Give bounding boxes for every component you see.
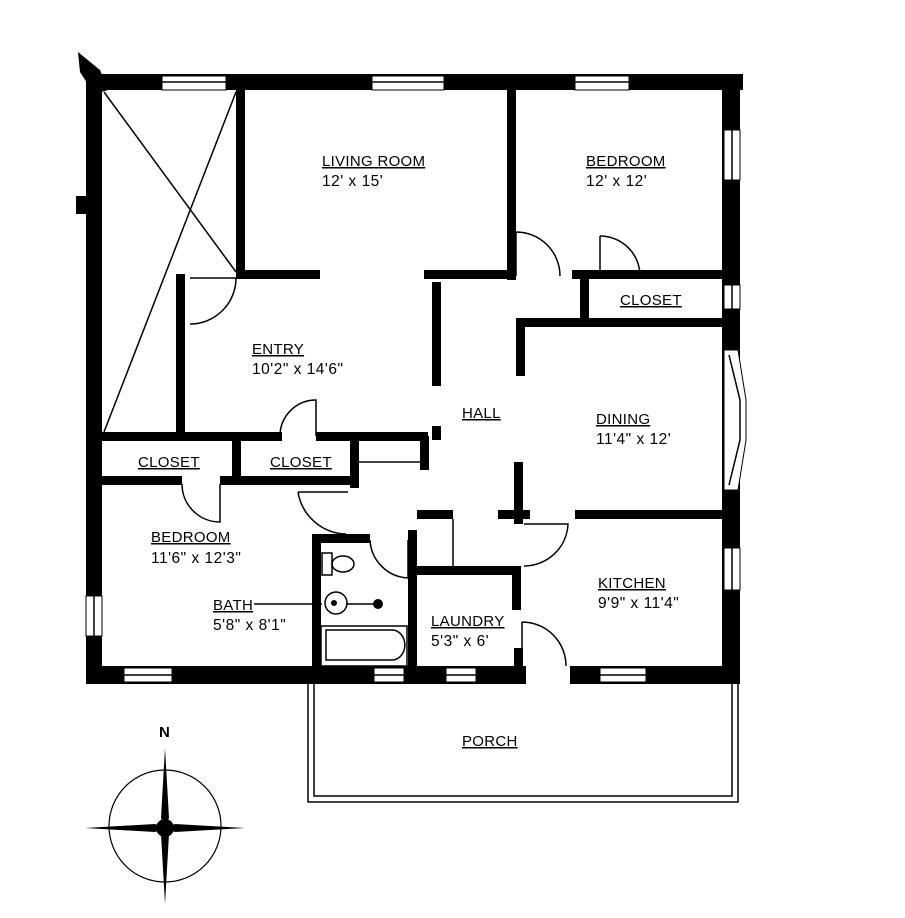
door-swings	[181, 231, 641, 667]
porch-label: PORCH	[462, 733, 518, 750]
bathtub-frame-icon	[320, 625, 408, 667]
living-room-label: LIVING ROOM	[322, 153, 425, 170]
bedroom-sw-dimensions: 11'6" x 12'3"	[151, 550, 241, 567]
closet-ne-label: CLOSET	[620, 292, 682, 309]
laundry-dimensions: 5'3" x 6'	[431, 633, 489, 650]
hall-label: HALL	[462, 405, 501, 422]
closet-w-label: CLOSET	[138, 454, 200, 471]
porch-outline	[307, 684, 739, 803]
bath-dimensions: 5'8" x 8'1"	[213, 617, 286, 634]
entry-dimensions: 10'2" x 14'6"	[252, 361, 344, 378]
entry-label: ENTRY	[252, 341, 304, 358]
sink-icon	[324, 591, 348, 615]
compass-rose-icon: N	[85, 724, 245, 904]
toilet-bowl-icon	[331, 555, 355, 573]
interior-walls	[102, 90, 724, 668]
toilet-tank-icon	[321, 552, 333, 576]
bedroom-ne-dimensions: 12' x 12'	[586, 173, 647, 190]
room-labels: LIVING ROOM 12' x 15' BEDROOM 12' x 12' …	[138, 153, 682, 750]
closet-c-label: CLOSET	[270, 454, 332, 471]
bathtub-icon	[325, 629, 406, 661]
north-label: N	[159, 724, 170, 741]
windows	[85, 75, 747, 683]
bath-fixtures	[254, 552, 408, 667]
drain-icon	[373, 599, 383, 609]
laundry-label: LAUNDRY	[431, 613, 505, 630]
bedroom-sw-label: BEDROOM	[151, 529, 231, 546]
kitchen-dimensions: 9'9" x 11'4"	[598, 595, 679, 612]
living-room-dimensions: 12' x 15'	[322, 173, 383, 190]
dining-dimensions: 11'4" x 12'	[596, 431, 671, 448]
dining-label: DINING	[596, 411, 650, 428]
kitchen-label: KITCHEN	[598, 575, 666, 592]
bedroom-ne-label: BEDROOM	[586, 153, 666, 170]
bath-label: BATH	[213, 597, 253, 614]
